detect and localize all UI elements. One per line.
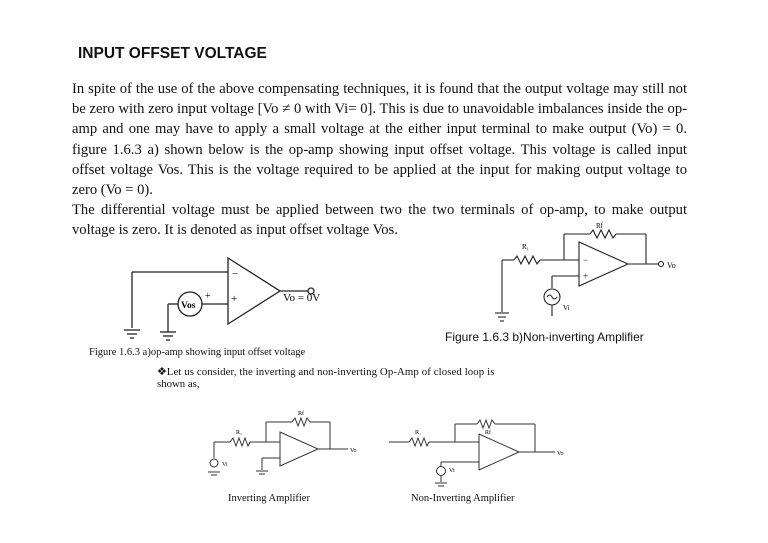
fig-b-rf-label: Rf [596,222,604,230]
fig-a-ground-1 [124,329,140,339]
noninv-opamp [478,433,521,471]
inv-r1 [229,436,251,448]
fig-a-plus: + [231,293,237,305]
bullet-text-line-2: shown as, [157,378,200,390]
fig-b-r1 [513,254,541,266]
noninv-vi-label: Vi [449,468,455,474]
inv-vo-label: Vo [350,448,357,454]
fig-b-minus: − [583,255,588,265]
figure-b-caption: Figure 1.6.3 b)Non-inverting Amplifier [445,330,644,344]
body-text: In spite of the use of the above compens… [72,79,687,241]
noninv-rf [476,418,496,430]
fig-b-r1-label: R₁ [522,243,529,251]
noninv-vi-source [436,466,446,476]
fig-b-vi-label: Vi [563,304,570,312]
noninv-r1-label: R₁ [415,430,421,436]
inverting-amplifier-caption: Inverting Amplifier [228,493,310,504]
fig-b-ground [495,312,509,322]
figure-a-diagram: − + + Vos Vo = 0V [124,256,320,341]
fig-a-ground-2 [160,331,176,341]
fig-b-rf [589,228,617,240]
noninv-r1 [408,436,430,448]
fig-a-source-plus: + [205,291,211,302]
figure-b-diagram: R₁ Rf − + Vi Vo [495,222,676,322]
inv-rf-label: Rf [298,410,304,417]
paragraph-2: The differential voltage must be applied… [72,202,687,239]
fig-a-opamp [227,256,282,326]
inv-vi-label: Vi [222,462,228,468]
bullet-text-line-1: ❖Let us consider, the inverting and non-… [157,366,495,378]
inv-rf [291,416,311,428]
fig-b-vo-label: Vo [667,261,676,270]
fig-b-plus: + [583,271,588,281]
figure-a-caption: Figure 1.6.3 a)op-amp showing input offs… [89,347,306,358]
paragraph-1: In spite of the use of the above compens… [72,81,687,199]
fig-a-vos-label: Vos [181,301,196,311]
fig-a-output-label: Vo = 0V [283,292,320,304]
page-heading: INPUT OFFSET VOLTAGE [78,45,267,62]
fig-b-output-terminal [657,260,665,268]
fig-b-opamp [578,241,630,287]
inv-opamp [279,431,320,467]
inverting-amplifier-diagram: R₁ Rf Vi Vo [208,410,357,476]
inv-r1-label: R₁ [236,430,242,436]
fig-a-minus: − [232,268,238,280]
non-inverting-amplifier-caption: Non-Inverting Amplifier [411,493,515,504]
fig-a-output-terminal [307,287,315,295]
noninv-rf-label: Rf [485,429,491,436]
non-inverting-amplifier-diagram: R₁ Rf Vi Vo [389,418,564,487]
noninv-vo-label: Vo [557,451,564,457]
inv-vi-source [209,458,219,468]
